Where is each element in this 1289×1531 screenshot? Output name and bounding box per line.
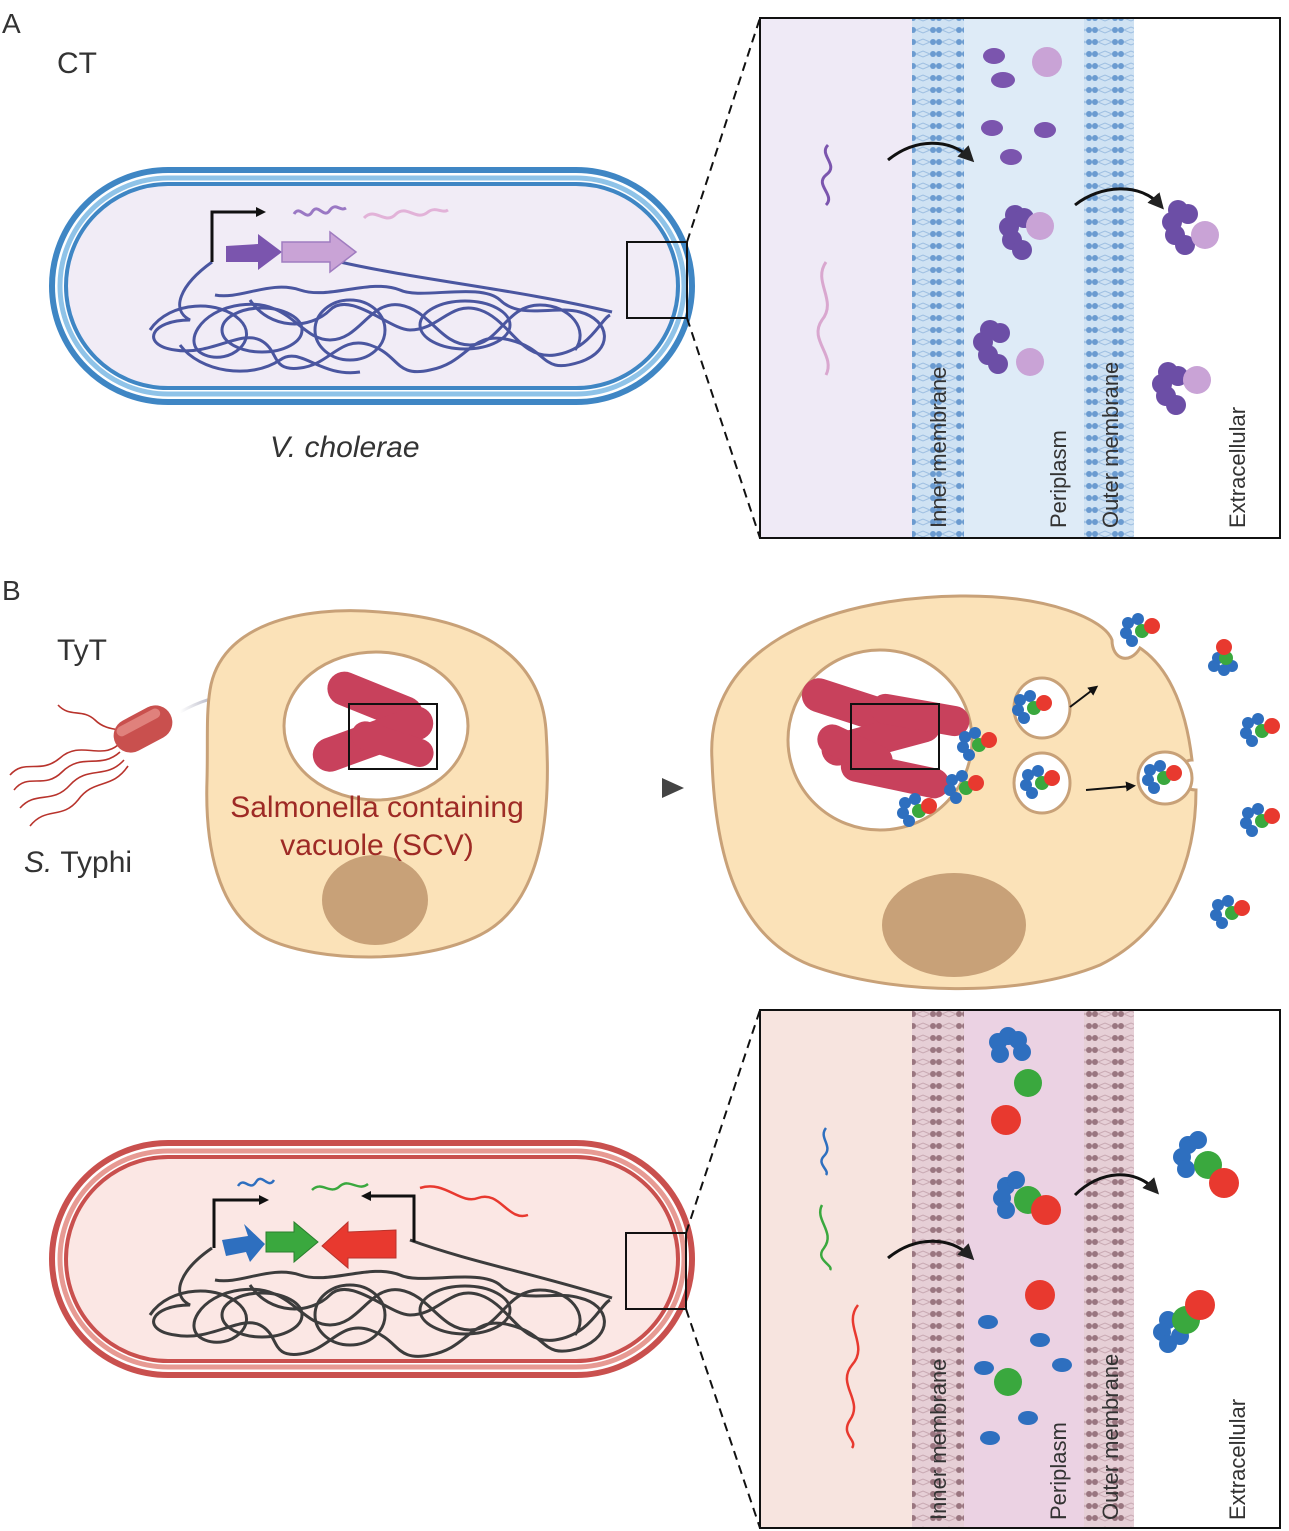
ct-holotoxin xyxy=(999,205,1054,260)
vesicle-arrow xyxy=(1069,685,1099,708)
zoom-line xyxy=(686,317,761,539)
outer-membrane-label: Outer membrane xyxy=(1098,1354,1123,1520)
periplasm-label: Periplasm xyxy=(1046,430,1071,528)
tyt-holotoxin-group xyxy=(897,613,1280,929)
vibrio-organism-label: V. cholerae xyxy=(270,431,420,464)
zoom-line xyxy=(686,17,761,243)
zoom-line xyxy=(685,1009,761,1234)
panel-b-letter: B xyxy=(2,575,21,606)
periplasm-label: Periplasm xyxy=(1046,1422,1071,1520)
tyt-holotoxin xyxy=(993,1171,1061,1225)
ct-promoter-arrow xyxy=(210,207,266,262)
green-mrna-icon xyxy=(311,1182,369,1191)
secretion-arrow-outer xyxy=(1073,1173,1160,1197)
organism-genus: S. xyxy=(24,846,52,879)
cta-gene-icon xyxy=(226,234,282,270)
ct-holotoxin xyxy=(973,320,1044,376)
extracellular-label: Extracellular xyxy=(1225,1399,1250,1520)
panel-a-letter: A xyxy=(2,8,21,39)
panel-a-inset xyxy=(759,17,1281,539)
salmonella-organism-label: S.Typhi xyxy=(24,846,132,879)
panel-a-zoom-box xyxy=(626,241,688,319)
cta-mrna-icon xyxy=(292,205,347,217)
panel-b-zoom-box-large xyxy=(850,703,940,770)
outer-membrane-label: Outer membrane xyxy=(1098,362,1123,528)
blue-gene-icon xyxy=(222,1224,265,1262)
zoom-line xyxy=(685,1308,761,1529)
ct-holotoxin xyxy=(1152,362,1211,415)
extracellular-label: Extracellular xyxy=(1225,407,1250,528)
salmonella-cell xyxy=(49,1140,695,1378)
secretion-arrow-outer xyxy=(1074,187,1164,210)
ct-free-subunits xyxy=(981,47,1062,165)
salmonella-bacterium-icon xyxy=(9,704,173,827)
red-mrna-icon xyxy=(845,1304,860,1449)
ctb-mrna-icon xyxy=(362,208,449,220)
organism-species: Typhi xyxy=(60,846,132,879)
red-gene-icon xyxy=(321,1220,397,1270)
tyt-holotoxin xyxy=(1173,1131,1239,1198)
ctb-gene-icon xyxy=(281,230,358,274)
scv-label-line2: vacuole (SCV) xyxy=(280,829,473,862)
ctb-mrna-icon xyxy=(816,261,830,376)
secretion-arrow-inner xyxy=(887,1239,975,1261)
secretion-arrow-inner xyxy=(887,141,975,163)
tyt-free-subunits xyxy=(974,1027,1072,1445)
panel-a-toxin-label: CT xyxy=(57,47,97,80)
ct-cytoplasm-mrna xyxy=(816,143,833,376)
panel-b-toxin-label: TyT xyxy=(57,634,107,667)
inner-membrane-label: Inner membrane xyxy=(926,1359,951,1520)
scv-label-line1: Salmonella containing xyxy=(230,791,524,824)
vesicle-arrow xyxy=(1085,781,1136,792)
blue-mrna-icon xyxy=(820,1127,829,1176)
blue-mrna-icon xyxy=(236,1177,276,1187)
tyt-cytoplasm-mrna xyxy=(819,1127,860,1449)
ct-holotoxin xyxy=(1162,200,1219,255)
scv-vacuole xyxy=(282,650,470,802)
progression-arrowhead xyxy=(662,778,684,798)
panel-b-zoom-box xyxy=(625,1232,687,1310)
vibrio-chromosome xyxy=(148,260,613,375)
inner-membrane-label: Inner membrane xyxy=(926,367,951,528)
green-mrna-icon xyxy=(819,1204,832,1271)
green-gene-icon xyxy=(265,1220,319,1264)
tyt-promoter-arrow xyxy=(212,1195,269,1248)
red-mrna-icon xyxy=(419,1185,529,1218)
cta-mrna-icon xyxy=(820,143,833,207)
salmonella-chromosome xyxy=(148,1238,613,1358)
tyt-promoter-arrow-reverse xyxy=(361,1191,416,1242)
panel-b-zoom-box-small xyxy=(348,703,438,770)
tyt-holotoxin xyxy=(1153,1290,1215,1353)
